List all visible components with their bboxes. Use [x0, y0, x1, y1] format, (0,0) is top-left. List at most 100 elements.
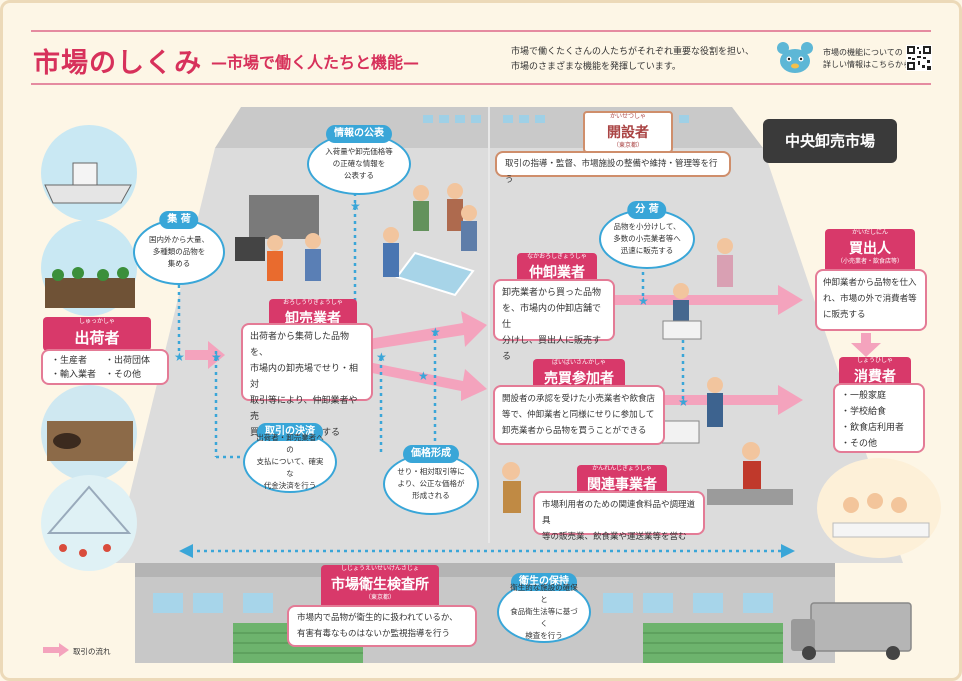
inspection-ruby: しじょうえいせいけんさじょ — [340, 565, 419, 572]
related-ruby: かんれんじぎょうしゃ — [592, 465, 652, 472]
info-line: 市場の機能についての — [823, 48, 903, 57]
function-line: 食品衛生法等に基づく — [510, 607, 578, 628]
intermediate-desc: 分けし、買出人に販売する — [502, 336, 602, 362]
inspection-title: しじょうえいせいけんさじょ 市場衛生検査所 （東京都） — [321, 565, 439, 609]
page-title: 市場のしくみ — [33, 48, 203, 79]
consumer-item: ・学校給食 — [841, 407, 887, 417]
consumer-title-text: 消費者 — [854, 369, 896, 385]
buyer-desc: に販売する — [823, 310, 866, 320]
intermediate-ruby: なかおろしぎょうしゃ — [527, 253, 587, 260]
buyer-desc: 仲卸業者から品物を仕入 — [823, 278, 917, 288]
function-title: 集 荷 — [159, 211, 199, 229]
opener-title: かいせつしゃ 開設者 （東京都） — [583, 111, 673, 153]
buyer-box: 仲卸業者から品物を仕入 れ、市場の外で消費者等 に販売する — [815, 269, 927, 331]
function-line: 衛生的な施設の確保と — [510, 583, 578, 604]
function-settlement: 取引の決済 出荷者・卸売業者への 支払について、確実な 代金決済を行う — [243, 423, 337, 493]
consumer-item: ・その他 — [841, 439, 878, 449]
legend-label: 取引の流れ — [73, 647, 111, 656]
function-line: 支払について、確実な — [256, 457, 324, 478]
function-info: 情報の公表 入荷量や卸売価格等 の正確な情報を 公表する — [307, 125, 411, 195]
shipper-title: しゅっかしゃ 出荷者 — [43, 317, 151, 351]
inspection-desc: 有害有毒なものはないか監視指導を行う — [297, 629, 451, 639]
info-line: 詳しい情報はこちらから — [823, 60, 911, 69]
intro-text: 市場で働くたくさんの人たちがそれぞれ重要な役割を担い、 市場のさまざまな機能を発… — [511, 45, 754, 75]
flow-arrow-icon — [43, 643, 69, 657]
function-line: 集める — [167, 259, 191, 268]
function-title: 衛生の保持 — [511, 573, 577, 591]
consumer-item: ・一般家庭 — [841, 391, 887, 401]
function-title: 情報の公表 — [326, 125, 392, 143]
info-link-text[interactable]: 市場の機能についての 詳しい情報はこちらから — [823, 47, 911, 71]
consumer-title: しょうひしゃ 消費者 — [839, 357, 911, 387]
consumer-list: ・一般家庭 ・学校給食 ・飲食店利用者 ・その他 — [841, 388, 917, 452]
inspection-sub: （東京都） — [364, 594, 395, 601]
opener-desc: 取引の指導・監督、市場施設の整備や維持・管理等を行う — [505, 159, 718, 185]
function-line: 品物を小分けして、 — [613, 222, 681, 231]
function-line: より、公正な価格が — [397, 479, 465, 488]
consumer-item: ・飲食店利用者 — [841, 423, 905, 433]
svg-text:★: ★ — [376, 350, 387, 364]
function-title: 価格形成 — [403, 445, 459, 463]
function-line: 国内外から大量、 — [149, 235, 209, 244]
shipper-item: ・その他 — [105, 370, 142, 380]
buyer-sub: （小売業者・飲食店等） — [836, 258, 903, 265]
buyer-desc: れ、市場の外で消費者等 — [823, 294, 917, 304]
function-title: 分 荷 — [627, 201, 667, 219]
opener-title-text: 開設者 — [607, 125, 649, 141]
buyer-ruby: かいだしにん — [851, 229, 888, 236]
function-line: の正確な情報を — [332, 159, 386, 168]
buyer-title-text: 買出人 — [849, 241, 891, 257]
mascot-icon — [777, 42, 813, 73]
svg-text:★: ★ — [430, 325, 441, 339]
function-line: 出荷者・卸売業者への — [256, 433, 324, 454]
related-desc: 市場利用者のための関連食料品や調理道具 — [542, 500, 696, 526]
participant-title: ばいばいさんかしゃ 売買参加者 — [533, 359, 625, 389]
function-line: 迅速に販売する — [620, 246, 674, 255]
function-hygiene: 衛生の保持 衛生的な施設の確保と 食品衛生法等に基づく 検査を行う — [497, 573, 591, 643]
page-subtitle: —市場で働く人たちと機能— — [211, 53, 420, 72]
intro-line: 市場で働くたくさんの人たちがそれぞれ重要な役割を担い、 — [511, 47, 755, 57]
related-desc: 等の販売業、飲食業や運送業等を営む — [542, 532, 687, 542]
inspection-desc: 市場内で品物が衛生的に扱われているか、 — [297, 613, 458, 623]
participant-desc: 開設者の承認を受けた小売業者や飲食店 — [502, 394, 656, 404]
shipper-box: ・生産者 ・出荷団体 ・輸入業者 ・その他 — [41, 349, 169, 385]
wholesaler-desc: 市場内の卸売場でせり・相対 — [250, 364, 359, 390]
wholesaler-box: 出荷者から集荷した品物を、 市場内の卸売場でせり・相対 取引等により、仲卸業者や… — [241, 323, 373, 438]
participant-ruby: ばいばいさんかしゃ — [551, 359, 606, 366]
function-line: せり・相対取引等に — [397, 467, 465, 476]
opener-box: 取引の指導・監督、市場施設の整備や維持・管理等を行う — [495, 151, 731, 185]
function-line: 多種類の品物を — [152, 247, 206, 256]
participant-desc: 等で、仲卸業者と同様にせりに参加して — [502, 410, 655, 420]
svg-text:★: ★ — [211, 350, 222, 364]
function-distribution: 分 荷 品物を小分けして、 多数の小売業者等へ 迅速に販売する — [599, 201, 695, 269]
shipper-title-text: 出荷者 — [74, 329, 120, 347]
shipper-item: ・輸入業者 — [51, 370, 97, 380]
wholesaler-ruby: おろしうりぎょうしゃ — [283, 299, 343, 306]
function-line: 代金決済を行う — [263, 481, 317, 490]
function-line: 入荷量や卸売価格等 — [325, 147, 393, 156]
intermediate-box: 卸売業者から買った品物 を、市場内の仲卸店舗で仕 分けし、買出人に販売する — [493, 279, 615, 362]
inspection-title-text: 市場衛生検査所 — [331, 577, 429, 593]
shipper-item: ・生産者 — [51, 356, 88, 366]
svg-text:★: ★ — [350, 199, 361, 213]
intermediate-title: なかおろしぎょうしゃ 仲卸業者 — [517, 253, 597, 283]
inspection-box: 市場内で品物が衛生的に扱われているか、 有害有毒なものはないか監視指導を行う — [287, 605, 477, 647]
function-line: 公表する — [344, 171, 374, 180]
market-label: 中央卸売市場 — [763, 119, 897, 163]
function-title: 取引の決済 — [257, 423, 323, 441]
intermediate-desc: を、市場内の仲卸店舗で仕 — [502, 304, 602, 330]
function-line: 多数の小売業者等へ — [613, 234, 681, 243]
intro-line: 市場のさまざまな機能を発揮しています。 — [511, 62, 681, 72]
shipper-ruby: しゅっかしゃ — [78, 318, 115, 325]
intermediate-desc: 卸売業者から買った品物 — [502, 288, 602, 298]
function-collection: 集 荷 国内外から大量、 多種類の品物を 集める — [133, 211, 225, 285]
related-box: 市場利用者のための関連食料品や調理道具 等の販売業、飲食業や運送業等を営む — [533, 491, 705, 542]
consumer-ruby: しょうひしゃ — [856, 357, 893, 364]
opener-sub: （東京都） — [612, 142, 643, 149]
svg-text:★: ★ — [174, 350, 185, 364]
qr-code-icon[interactable] — [906, 45, 932, 71]
shipper-item: ・出荷団体 — [105, 356, 151, 366]
wholesaler-desc: 出荷者から集荷した品物を、 — [250, 332, 350, 358]
participant-box: 開設者の承認を受けた小売業者や飲食店 等で、仲卸業者と同様にせりに参加して 卸売… — [493, 385, 665, 445]
